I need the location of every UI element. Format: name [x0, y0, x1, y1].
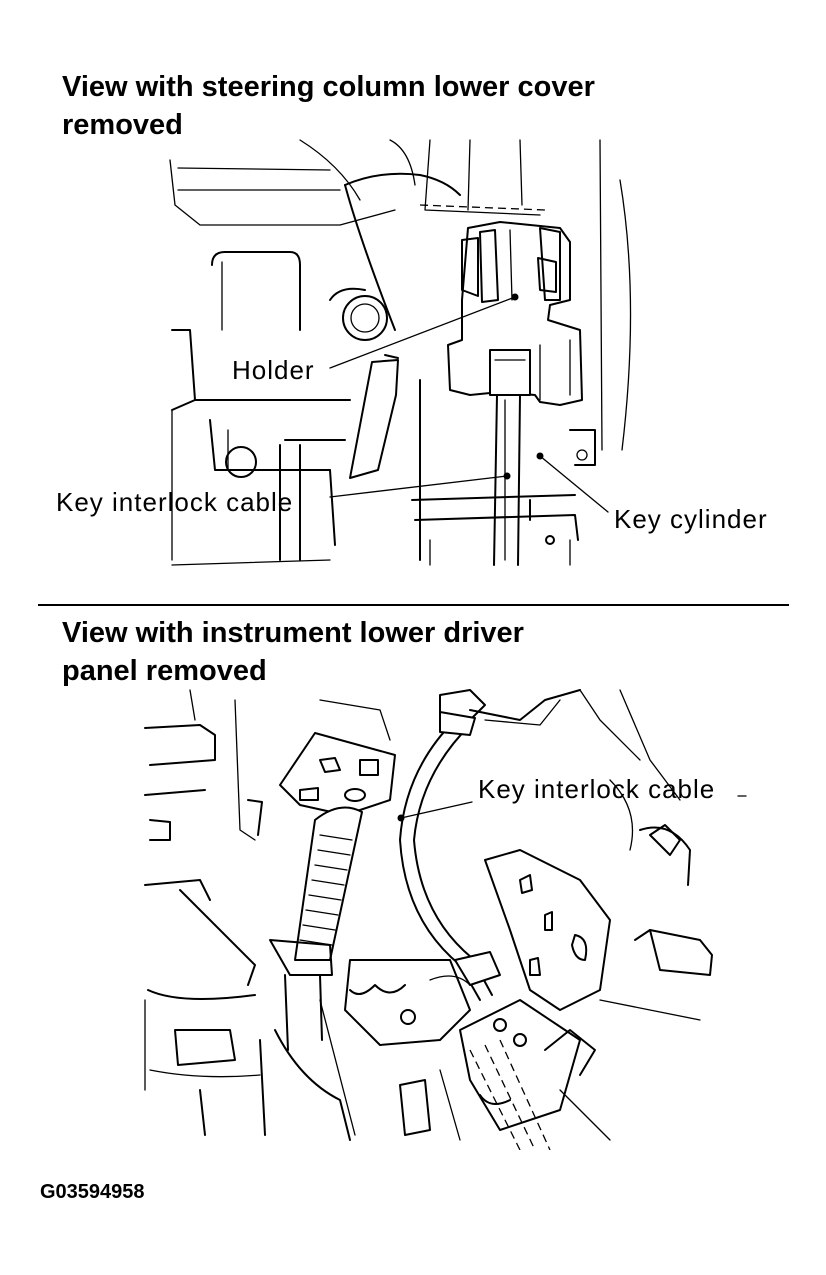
steering-column-drawing: Holder Key interlock cable Key cylinder	[56, 139, 768, 566]
bottom-view-title-line2: panel removed	[62, 655, 267, 687]
bottom-view-title: View with instrument lower driver panel …	[62, 614, 524, 690]
top-leader-lines	[329, 293, 609, 513]
key-interlock-cable-label-top: Key interlock cable	[56, 487, 293, 517]
holder-connector	[447, 221, 583, 406]
section-divider	[38, 604, 789, 606]
bottom-leader-line	[397, 795, 747, 822]
holder-label: Holder	[232, 355, 315, 385]
under-dash-illustration: Key interlock cable	[0, 680, 826, 1150]
key-cylinder-label: Key cylinder	[614, 504, 768, 534]
bottom-view-title-line1: View with instrument lower driver	[62, 617, 524, 649]
top-view-title: View with steering column lower cover re…	[62, 68, 595, 144]
top-view-title-line2: removed	[62, 109, 183, 141]
steering-column-illustration: Holder Key interlock cable Key cylinder	[0, 130, 826, 580]
figure-id: G03594958	[40, 1181, 145, 1203]
key-interlock-cable-top	[493, 394, 521, 566]
key-interlock-cable-bottom	[399, 711, 501, 1001]
under-dash-drawing: Key interlock cable	[144, 689, 747, 1150]
dash-background-linework	[144, 689, 713, 1150]
key-interlock-cable-label-bottom: Key interlock cable	[478, 774, 715, 804]
top-view-title-line1: View with steering column lower cover	[62, 71, 595, 103]
column-background-linework	[169, 139, 632, 566]
